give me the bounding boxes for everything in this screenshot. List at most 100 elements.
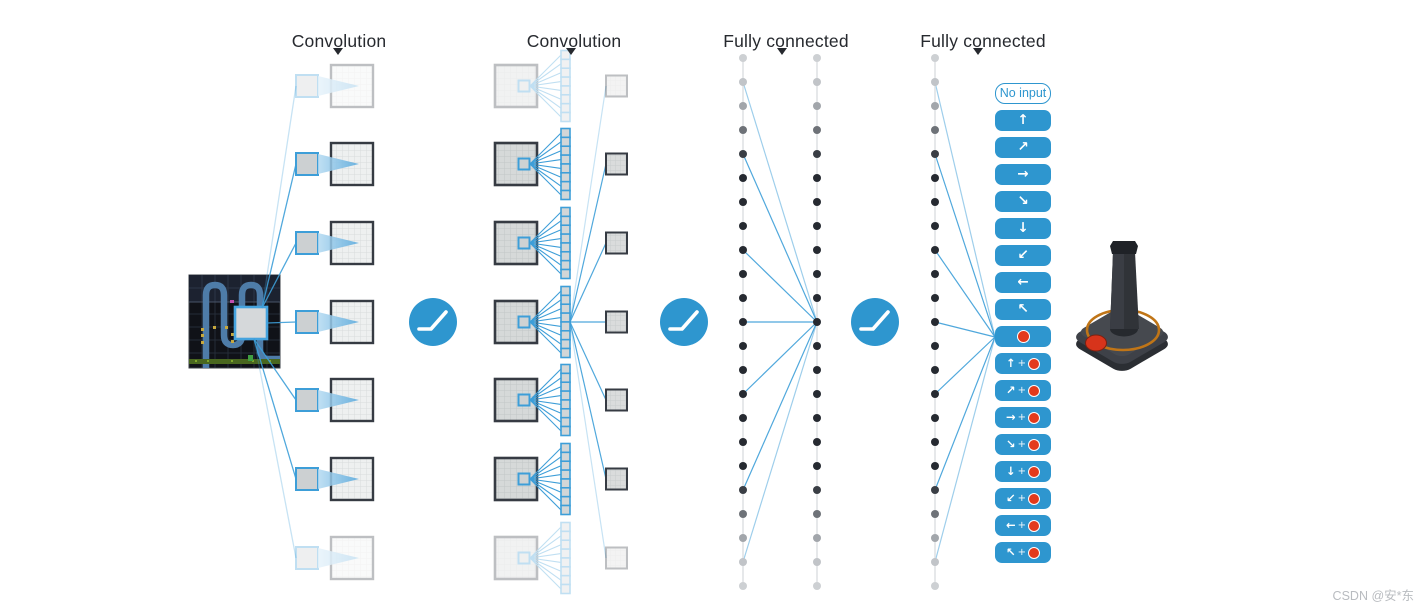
- connection-line: [253, 338, 297, 401]
- down-triangle-marker: [973, 48, 983, 55]
- conv2-output-map: [605, 546, 628, 570]
- fc-neuron-dot: [739, 582, 747, 590]
- action-button-right-fire[interactable]: →+: [995, 407, 1051, 428]
- conv2-filter: [517, 79, 531, 93]
- action-button-up-right-fire[interactable]: ↗+: [995, 380, 1051, 401]
- arrow-left-icon: ←: [1017, 273, 1029, 290]
- connection-line: [529, 553, 562, 559]
- fc-neuron-dot: [813, 486, 821, 494]
- fc-neuron-dot: [813, 102, 821, 110]
- fc-neuron-dot: [931, 54, 939, 62]
- connection-line: [529, 220, 562, 244]
- conv2-output-map: [605, 388, 628, 412]
- conv2-mini-map: [560, 285, 571, 297]
- fc-neuron-dot: [813, 342, 821, 350]
- plus-sign: +: [1017, 384, 1027, 396]
- conv2-mini-map: [560, 294, 571, 306]
- connection-line: [253, 338, 297, 559]
- conv2-output-map: [605, 231, 628, 255]
- arrow-right-fire-icon: →: [1005, 409, 1016, 424]
- arrow-left-fire-icon: ←: [1005, 517, 1016, 532]
- relu-curve: [417, 310, 448, 331]
- arrow-right-icon: →: [1017, 165, 1029, 182]
- action-button-up-left-fire[interactable]: ↖+: [995, 542, 1051, 563]
- conv2-mini-map: [560, 163, 571, 174]
- connection-line: [529, 85, 562, 100]
- conv1-beam: [318, 469, 359, 489]
- fc-neuron-dot: [931, 294, 939, 302]
- conv1-row: [295, 377, 375, 423]
- action-button-up[interactable]: ↑: [995, 110, 1051, 131]
- conv2-mini-map: [560, 539, 571, 551]
- arrow-down-left-fire-icon: ↙: [1005, 490, 1016, 505]
- connection-line: [253, 338, 297, 480]
- action-button-right[interactable]: →: [995, 164, 1051, 185]
- action-button-up-right[interactable]: ↗: [995, 137, 1051, 158]
- arrow-up-left-fire-icon: ↖: [1005, 544, 1016, 559]
- connection-line: [742, 321, 818, 563]
- conv2-mini-map: [560, 338, 571, 350]
- relu-curve: [859, 310, 890, 331]
- conv2-mini-map: [560, 583, 571, 595]
- conv1-filter: [295, 310, 319, 334]
- plus-sign: +: [1017, 411, 1027, 423]
- conv2-mini-map: [560, 565, 571, 577]
- fc-neuron-dot: [931, 102, 939, 110]
- fc-neuron-dot: [931, 414, 939, 422]
- conv2-mini-map: [560, 469, 571, 480]
- fc-neuron-dot: [739, 534, 747, 542]
- atari-game-frame: [188, 274, 281, 369]
- conv2-filter: [517, 551, 531, 565]
- conv2-mini-map: [560, 136, 571, 148]
- fc-neuron-dot: [931, 510, 939, 518]
- conv1-beam: [318, 154, 359, 174]
- connection-line: [529, 85, 562, 109]
- connection-line: [742, 153, 818, 323]
- action-button-fire[interactable]: [995, 326, 1051, 347]
- conv2-mini-map: [560, 407, 571, 419]
- connection-line: [529, 229, 562, 244]
- action-button-down-left[interactable]: ↙: [995, 245, 1051, 266]
- fc-neuron-dot: [931, 486, 939, 494]
- connection-line: [529, 54, 562, 87]
- conv2-mini-map: [560, 215, 571, 227]
- conv2-row: [493, 363, 571, 437]
- conv2-mini-map: [560, 372, 571, 384]
- relu-activation-icon: [409, 298, 457, 346]
- fc-neuron-dot: [813, 54, 821, 62]
- connection-line: [934, 321, 996, 338]
- action-button-left[interactable]: ←: [995, 272, 1051, 293]
- fc-neuron-dot: [931, 150, 939, 158]
- connection-line: [266, 321, 297, 324]
- connection-line: [529, 63, 562, 87]
- conv2-mini-map: [560, 521, 571, 533]
- action-button-down-right-fire[interactable]: ↘+: [995, 434, 1051, 455]
- conv2-row: [493, 127, 571, 201]
- game-sprite: [248, 355, 253, 361]
- arrow-up-left-icon: ↖: [1017, 300, 1029, 317]
- connection-line: [529, 163, 562, 196]
- action-button-down-right[interactable]: ↘: [995, 191, 1051, 212]
- fc-dot-column: [813, 54, 821, 590]
- fc-neuron-dot: [813, 510, 821, 518]
- action-button-down[interactable]: ↓: [995, 218, 1051, 239]
- fc-neuron-dot: [931, 462, 939, 470]
- action-button-down-fire[interactable]: ↓+: [995, 461, 1051, 482]
- action-button-up-left[interactable]: ↖: [995, 299, 1051, 320]
- layer-label-fully-connected-2: Fully connected: [920, 31, 1046, 51]
- connection-line: [529, 474, 562, 480]
- action-button-up-fire[interactable]: ↑+: [995, 353, 1051, 374]
- fc-neuron-dot: [739, 318, 747, 326]
- action-button-down-left-fire[interactable]: ↙+: [995, 488, 1051, 509]
- conv2-mini-map: [560, 154, 571, 165]
- action-button-left-fire[interactable]: ←+: [995, 515, 1051, 536]
- fc-neuron-dot: [931, 342, 939, 350]
- arrow-up-fire-icon: ↑: [1005, 355, 1016, 370]
- conv2-mini-map: [560, 530, 571, 542]
- fc-neuron-dot: [931, 438, 939, 446]
- connection-line: [529, 478, 562, 511]
- game-collectibles: [201, 326, 234, 344]
- fire-button-icon: [1028, 492, 1041, 505]
- action-button-no-input[interactable]: No input: [995, 83, 1051, 104]
- fc-neuron-dot: [813, 414, 821, 422]
